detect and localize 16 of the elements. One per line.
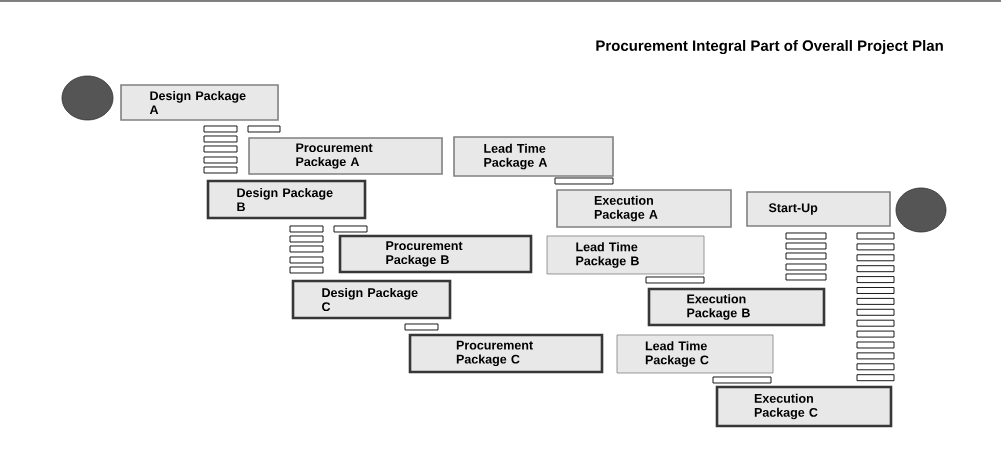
task-box: Execution Package A [556,189,732,228]
milestone-circle [895,187,947,233]
task-box: Lead Time Package B [546,235,705,275]
task-box: Procurement Package B [338,234,533,274]
task-box: Design Package A [120,84,279,121]
task-box: Procurement Package C [408,333,604,374]
task-box: Design Package C [291,279,452,320]
task-box: Lead Time Package C [616,334,774,374]
task-box: Execution Package B [647,287,826,327]
task-box: Execution Package C [715,385,893,428]
milestone-circle [61,75,114,121]
task-box: Lead Time Package A [453,136,614,177]
task-box: Procurement Package A [248,137,443,175]
task-box: Design Package B [206,179,367,220]
task-box: Start-Up [746,191,891,227]
title: Procurement Integral Part of Overall Project Plan [596,39,943,55]
